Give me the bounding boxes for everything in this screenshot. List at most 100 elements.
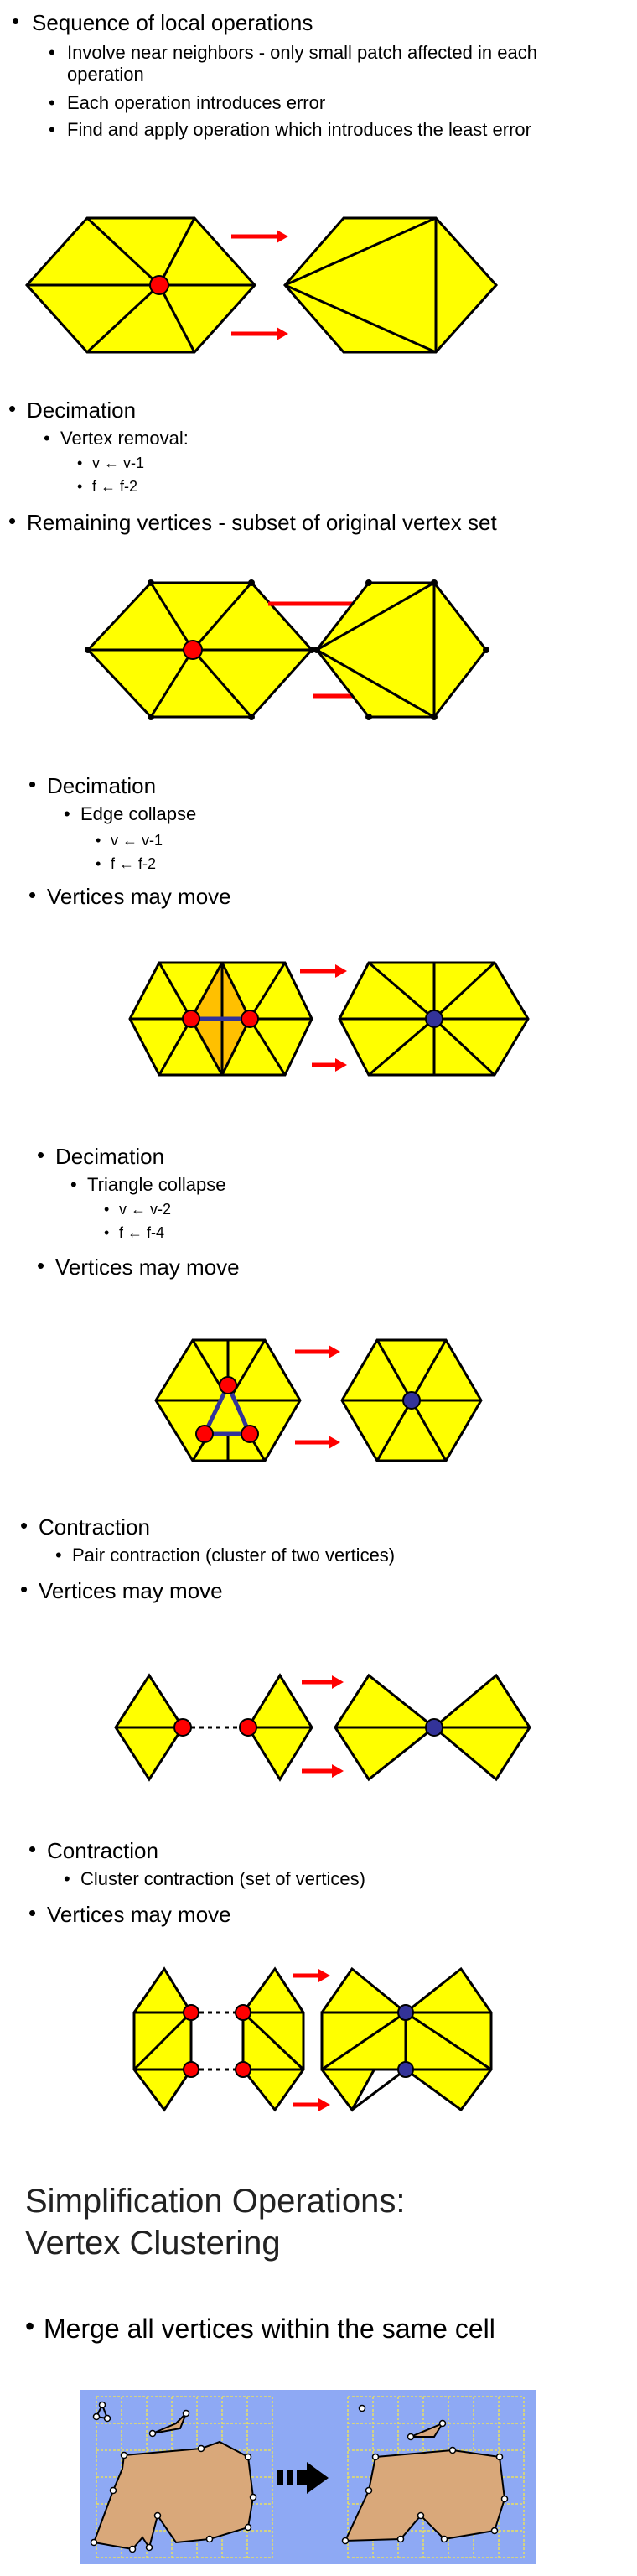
contracted-vertex [235, 2061, 251, 2078]
bullet-text: Vertices may move [47, 884, 231, 909]
merged-vertex [425, 1010, 443, 1028]
complex-polygon [92, 2440, 255, 2551]
bullet-dot: • [28, 1900, 37, 1925]
bullet-dot: • [49, 92, 55, 113]
hexagon-before [24, 216, 257, 354]
vertex-clustering-diagram [80, 2390, 536, 2564]
vertex-removal-diagram [24, 216, 499, 354]
bullet-text: Triangle collapse [87, 1174, 226, 1195]
contracted-vertex [173, 1718, 192, 1737]
removed-vertex [149, 275, 169, 295]
merged-vertex [397, 2004, 414, 2021]
bullet-dot: • [55, 1545, 62, 1566]
mesh-after [338, 961, 530, 1077]
mesh-after [334, 1673, 531, 1782]
vertex-removal-diagram-2 [85, 579, 489, 720]
bullet-text: f ← f-2 [111, 855, 157, 872]
contracted-vertex [239, 1718, 257, 1737]
slide-title: Simplification Operations: Vertex Cluste… [25, 2180, 406, 2264]
transform-arrow [277, 2462, 329, 2494]
removed-vertex [182, 1010, 200, 1028]
bullet-dot: • [49, 119, 55, 140]
bullet-text: Vertices may move [55, 1254, 240, 1280]
bullet-text: Each operation introduces error [67, 92, 326, 113]
arrows [295, 1345, 340, 1449]
bullet-text: v ← v-2 [119, 1201, 172, 1218]
bullet-dot: • [96, 832, 101, 849]
mesh-before [114, 1673, 313, 1782]
bullet-text: Vertices may move [47, 1902, 231, 1927]
pair-contraction-diagram [114, 1673, 531, 1782]
polygons-before [90, 2401, 257, 2553]
arrows [231, 230, 288, 340]
cluster-contraction-diagram [132, 1966, 493, 2112]
removed-vertex [195, 1425, 214, 1443]
mesh-before [132, 1966, 305, 2112]
bullet-text: f ← f-4 [119, 1224, 165, 1241]
bullet-dot: • [28, 771, 37, 797]
bullet-text: Merge all vertices within the same cell [44, 2314, 495, 2344]
collapsed-triangle [201, 1380, 253, 1436]
bullet-text: Vertex removal: [60, 428, 189, 449]
bullet-dot: • [8, 508, 17, 533]
bullet-text: Remaining vertices - subset of original … [27, 510, 497, 535]
bullet-text: Vertices may move [39, 1578, 223, 1603]
bullet-text: Involve near neighbors - only small patc… [67, 42, 537, 86]
bullet-dot: • [64, 803, 70, 824]
bullet-text: Cluster contraction (set of vertices) [80, 1868, 365, 1889]
bullet-dot: • [70, 1174, 77, 1195]
bullet-text: Contraction [39, 1514, 150, 1540]
bullet-text: Pair contraction (cluster of two vertice… [72, 1545, 396, 1566]
bullet-dot: • [104, 1224, 110, 1241]
removed-vertex [241, 1425, 259, 1443]
mesh-after [320, 1966, 493, 2112]
merged-vertex [397, 2061, 414, 2078]
bullet-dot: • [96, 855, 101, 872]
slide-title-line-1: Simplification Operations: [25, 2183, 406, 2220]
removed-vertex [183, 640, 203, 660]
bullet-text: f ← f-2 [92, 478, 138, 495]
slide-title-line-2: Vertex Clustering [25, 2225, 281, 2262]
contracted-vertex [235, 2004, 251, 2021]
bullet-dot: • [8, 396, 17, 421]
bullet-dot: • [37, 1253, 45, 1278]
mesh-before [128, 961, 313, 1077]
merged-vertex [425, 1718, 443, 1737]
bullet-text: v ← v-1 [111, 832, 163, 849]
triangle-collapse-diagram [154, 1338, 483, 1462]
bullet-dot: • [20, 1513, 28, 1538]
contracted-vertex [183, 2004, 199, 2021]
edge-collapse-diagram [128, 961, 530, 1077]
removed-vertex [241, 1010, 259, 1028]
hexagon-before [154, 1338, 302, 1462]
bullet-dot: • [44, 428, 50, 449]
bullet-dot: • [37, 1142, 45, 1167]
hexagon-after [283, 216, 499, 354]
arrows [302, 1675, 344, 1778]
bullet-text: Decimation [27, 397, 137, 423]
hexagon-after [313, 579, 489, 720]
bullet-dot: • [64, 1868, 70, 1889]
polygons-after [341, 2404, 509, 2545]
bullet-dot: • [104, 1201, 110, 1218]
bullet-text: v ← v-1 [92, 454, 145, 471]
hexagon-before [85, 579, 315, 720]
hexagon-after [340, 1338, 483, 1462]
bullet-dot: • [25, 2311, 35, 2341]
bullet-dot: • [12, 8, 20, 34]
bullet-text: Edge collapse [80, 803, 197, 824]
removed-vertex [219, 1376, 237, 1394]
bullet-dot: • [20, 1576, 28, 1602]
bullet-text: Decimation [47, 773, 157, 798]
bullet-dot: • [28, 882, 37, 907]
bullet-dot: • [28, 1836, 37, 1862]
arrows [293, 1969, 330, 2111]
bullet-dot: • [77, 454, 83, 471]
bullet-dot: • [49, 42, 55, 63]
bullet-text: Find and apply operation which introduce… [67, 119, 531, 140]
bullet-text: Sequence of local operations [32, 10, 313, 35]
bullet-dot: • [77, 478, 83, 495]
merged-vertex [402, 1391, 421, 1410]
contracted-vertex [183, 2061, 199, 2078]
bullet-text: Contraction [47, 1838, 158, 1863]
